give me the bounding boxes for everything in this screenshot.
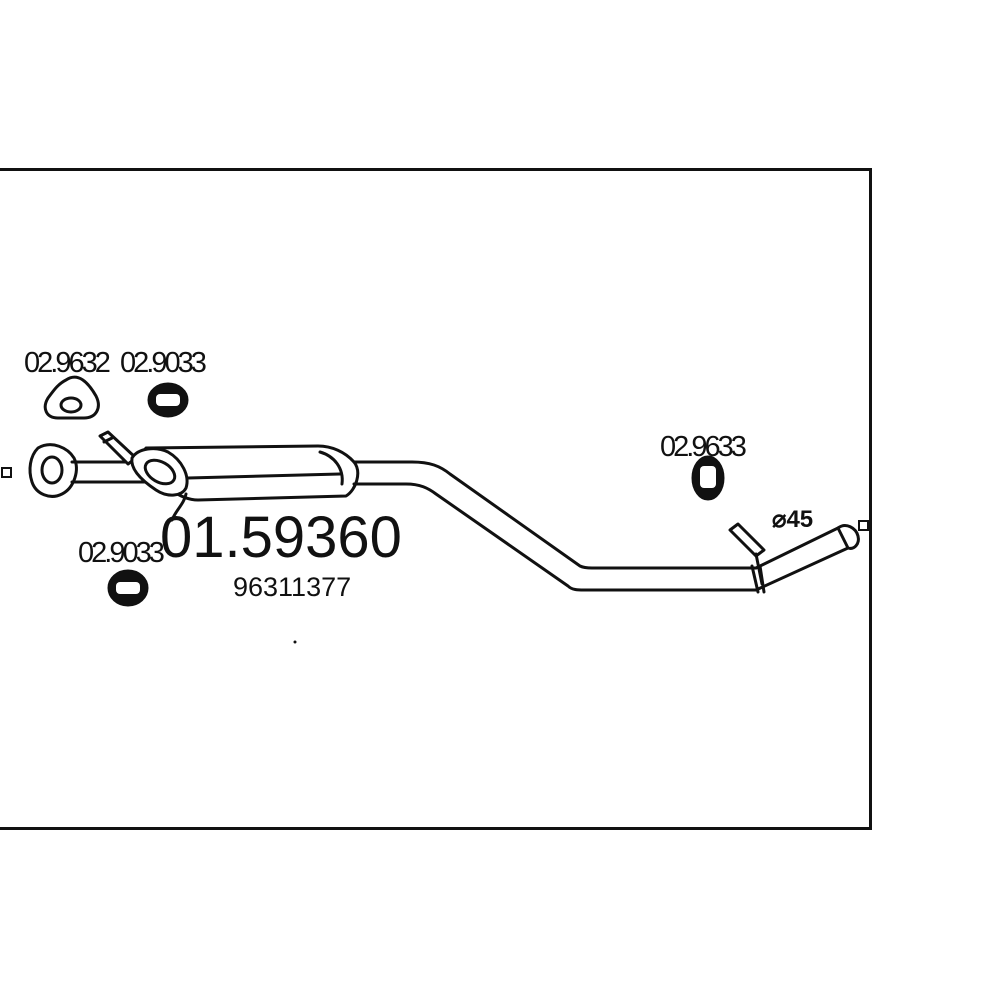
middle-muffler <box>130 444 360 502</box>
main-part-number: 01.59360 <box>160 505 402 570</box>
gasket-part-label: 02.9632 <box>24 347 110 379</box>
mount-rear-part-label: 02.9633 <box>660 431 746 463</box>
mount-bottom-part-label: 02.9033 <box>78 537 164 569</box>
tail-pipe <box>352 460 860 594</box>
left-edge-marker <box>1 467 12 478</box>
rubber-mount-top-icon <box>147 382 189 418</box>
drawing-frame <box>0 168 872 830</box>
rear-hanger-rod <box>728 522 766 586</box>
rubber-mount-rear-icon <box>691 455 725 501</box>
gasket-icon <box>43 375 100 420</box>
pipe-diameter-label: ⌀45 <box>772 506 813 533</box>
rubber-mount-bottom-icon <box>107 569 149 607</box>
inlet-flange-icon <box>28 443 78 498</box>
oem-number: 96311377 <box>233 572 351 602</box>
mount-top-part-label: 02.9033 <box>120 347 206 379</box>
stray-dot <box>293 640 297 644</box>
right-edge-marker <box>858 520 869 531</box>
muffler-hanger-hook <box>170 492 188 522</box>
